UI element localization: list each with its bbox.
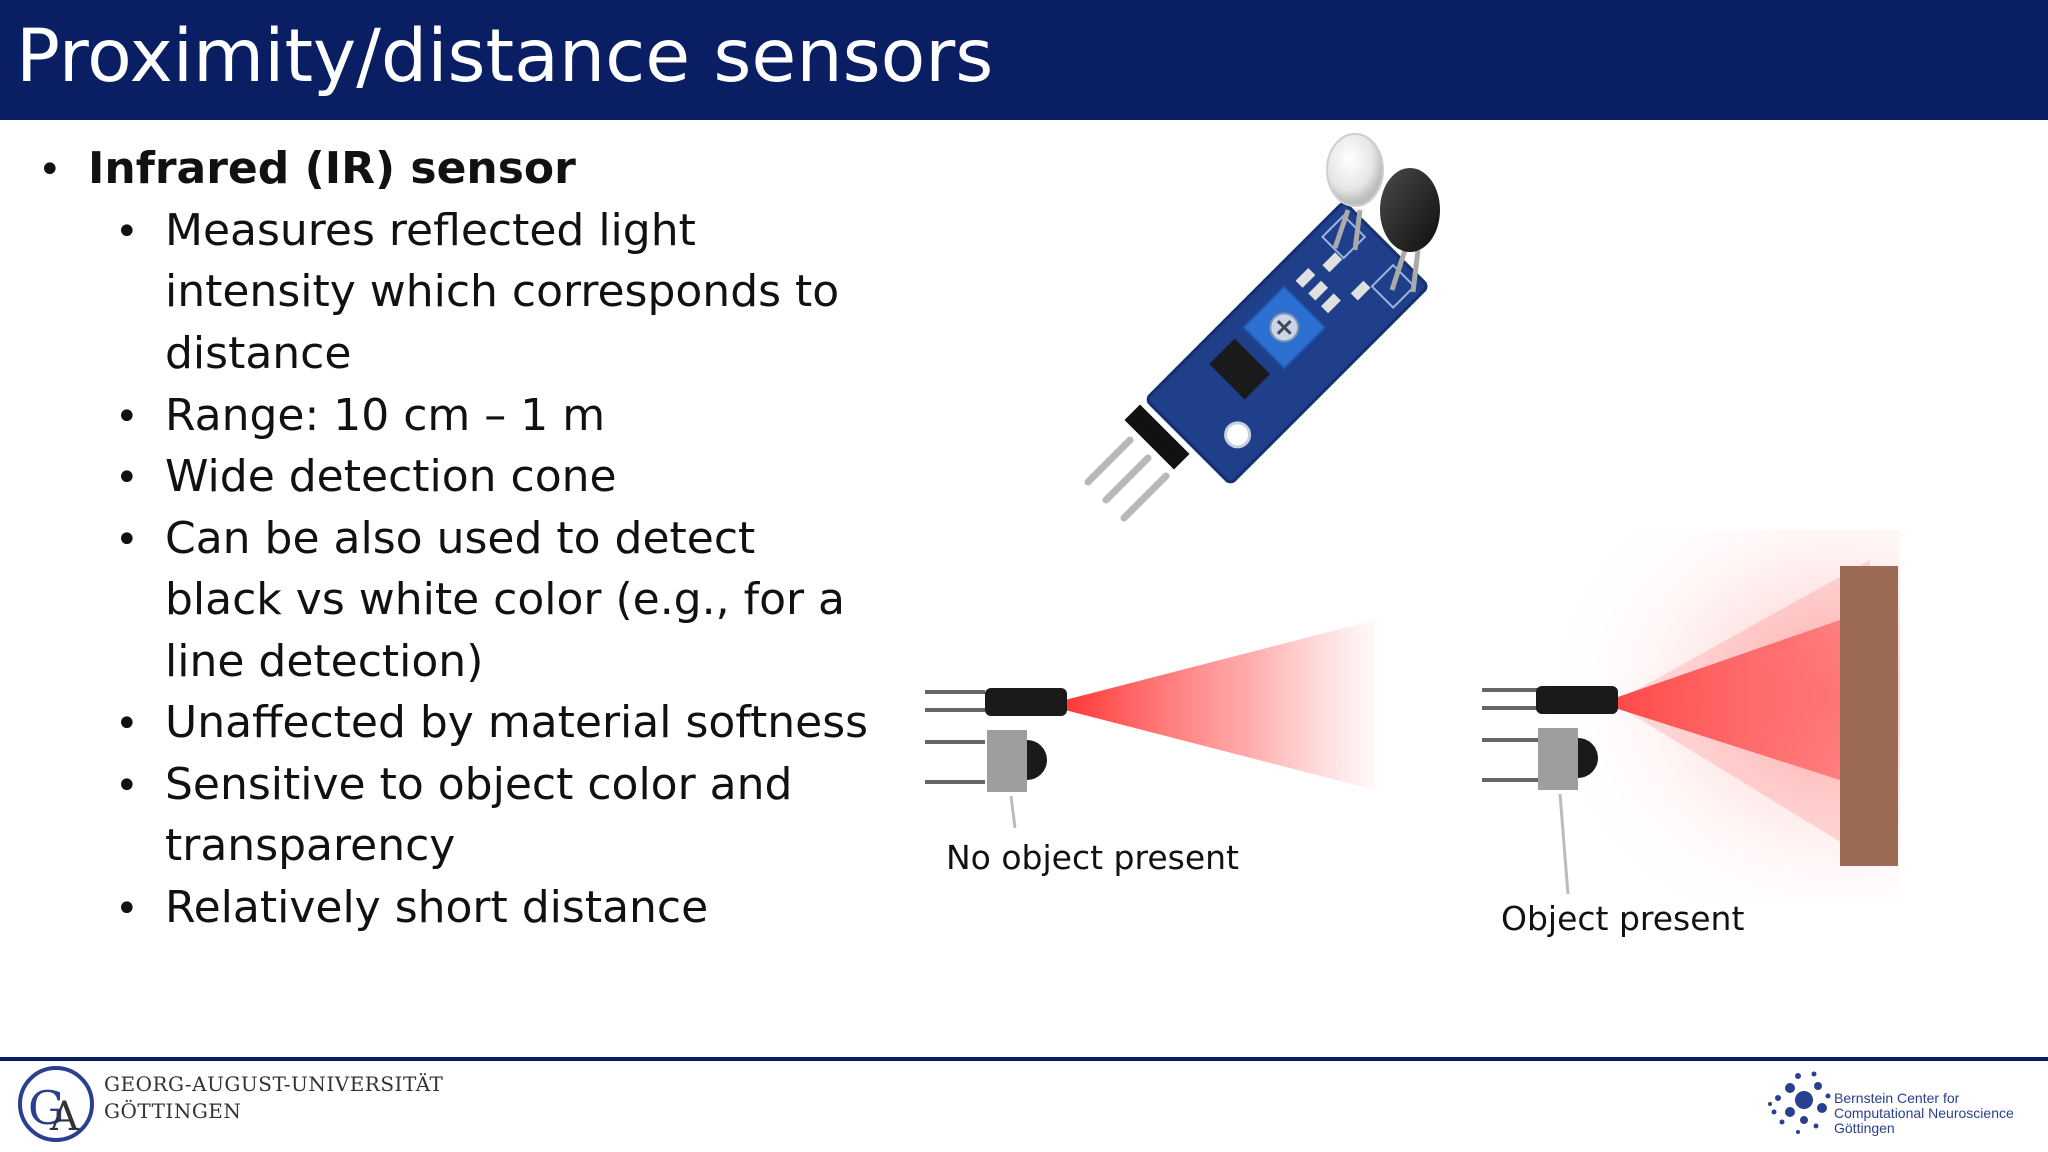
bccn-logo <box>1768 1071 1831 1134</box>
bullet-text: Measures reflected light <box>165 205 696 256</box>
bccn-name-line2: Computational Neuroscience <box>1834 1105 2014 1121</box>
bullet-dot: • <box>115 394 139 440</box>
bullet-dot: • <box>115 763 139 809</box>
svg-text:G: G <box>28 1081 65 1135</box>
bullet-text: black vs white color (e.g., for a <box>165 574 846 625</box>
ir-beam-object-image <box>1470 530 1900 900</box>
bullet-main: Infrared (IR) sensor <box>88 143 576 194</box>
bullet-dot: • <box>38 147 62 193</box>
bullet-text: line detection) <box>165 636 484 687</box>
bullet-text: Range: 10 cm – 1 m <box>165 390 606 441</box>
caption-no-object: No object present <box>946 838 1239 877</box>
bccn-name-line1: Bernstein Center for <box>1834 1090 1960 1106</box>
university-seal-logo: G A <box>18 1066 94 1142</box>
bullet-text: intensity which corresponds to <box>165 266 840 317</box>
svg-text:A: A <box>49 1094 80 1140</box>
slide-title: Proximity/distance sensors <box>16 14 994 99</box>
bullet-text: Sensitive to object color and <box>165 759 793 810</box>
bullet-dot: • <box>115 209 139 255</box>
ir-sensor-module-image <box>1084 133 1440 522</box>
bullet-text: distance <box>165 328 352 379</box>
caption-object-present: Object present <box>1501 899 1745 938</box>
university-name-line2: GÖTTINGEN <box>104 1099 242 1123</box>
bullet-dot: • <box>115 455 139 501</box>
bullet-text: Can be also used to detect <box>165 513 756 564</box>
title-bar: Proximity/distance sensors <box>0 0 2048 120</box>
bullet-text: Wide detection cone <box>165 451 617 502</box>
bccn-name-line3: Göttingen <box>1834 1120 1895 1136</box>
footer-divider <box>0 1057 2048 1061</box>
university-name-line1: GEORG-AUGUST-UNIVERSITÄT <box>104 1072 444 1096</box>
bullet-text: Unaffected by material softness <box>165 697 869 748</box>
bullet-text: transparency <box>165 820 456 871</box>
bullet-dot: • <box>115 517 139 563</box>
bullet-dot: • <box>115 701 139 747</box>
bullet-text: Relatively short distance <box>165 882 709 933</box>
bullet-dot: • <box>115 886 139 932</box>
ir-beam-no-object-image <box>925 620 1375 829</box>
